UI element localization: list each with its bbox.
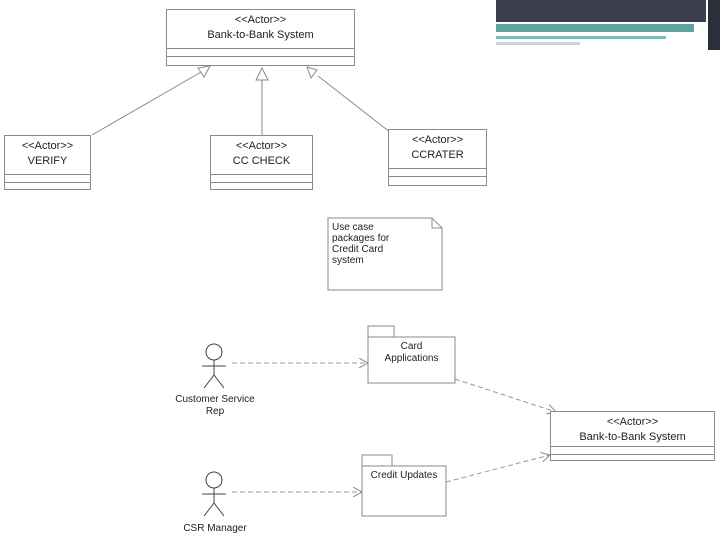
class-divider <box>389 176 486 177</box>
class-stereotype: <<Actor>> <box>235 140 288 152</box>
generalization-arrowhead-ccrater <box>306 66 318 80</box>
class-name: Bank-to-Bank System <box>579 431 686 443</box>
package-label-credit-updates: Credit Updates <box>370 470 438 481</box>
package-body-card-applications <box>367 336 456 384</box>
note-text: Use case packages for Credit Card system <box>332 222 390 266</box>
teal-line <box>496 36 666 39</box>
class-name: Bank-to-Bank System <box>207 29 314 41</box>
class-ccrater: <<Actor>> CCRATER <box>388 129 487 186</box>
generalization-arrowhead-verify <box>197 65 211 78</box>
class-divider <box>211 182 312 183</box>
class-stereotype: <<Actor>> <box>606 416 659 428</box>
class-cc-check: <<Actor>> CC CHECK <box>210 135 313 190</box>
package-body-credit-updates <box>361 465 447 517</box>
dark-bar <box>496 0 706 22</box>
class-divider <box>211 174 312 175</box>
dependency-credit-updates-to-system <box>445 455 550 483</box>
class-bank-to-bank-system-top: <<Actor>> Bank-to-Bank System <box>166 9 355 66</box>
actor-label-customer-service-rep: Customer Service Rep <box>175 394 255 417</box>
note-shape <box>327 217 443 291</box>
package-label-card-applications: Card Applications <box>384 341 439 364</box>
class-divider <box>551 454 714 455</box>
generalization-verify <box>91 67 209 136</box>
class-divider <box>389 168 486 169</box>
teal-bar <box>496 24 694 32</box>
generalization-ccrater <box>317 75 396 137</box>
dependency-card-applications-to-system <box>454 378 556 412</box>
dark-block <box>708 0 720 50</box>
actor-label-csr-manager: CSR Manager <box>183 523 247 534</box>
package-tab-card-applications <box>367 325 395 338</box>
note: Use case packages for Credit Card system <box>328 218 442 290</box>
class-stereotype: <<Actor>> <box>21 140 74 152</box>
class-divider <box>5 174 90 175</box>
class-name: CC CHECK <box>232 155 291 167</box>
class-verify: <<Actor>> VERIFY <box>4 135 91 190</box>
note-fold <box>431 218 442 229</box>
actor-figure-customer-service-rep <box>202 343 226 389</box>
class-stereotype: <<Actor>> <box>234 14 287 26</box>
generalization-arrowhead-cccheck <box>255 66 269 81</box>
class-divider <box>167 48 354 49</box>
class-name: VERIFY <box>27 155 68 167</box>
class-divider <box>167 56 354 57</box>
actor-figure-csr-manager <box>202 471 226 517</box>
grey-line <box>496 42 580 45</box>
package-tab-credit-updates <box>361 454 393 467</box>
class-stereotype: <<Actor>> <box>411 134 464 146</box>
class-divider <box>5 182 90 183</box>
class-bank-to-bank-system-bottom: <<Actor>> Bank-to-Bank System <box>550 411 715 461</box>
class-divider <box>551 446 714 447</box>
slide-corner-decoration <box>496 0 720 50</box>
class-name: CCRATER <box>411 149 464 161</box>
